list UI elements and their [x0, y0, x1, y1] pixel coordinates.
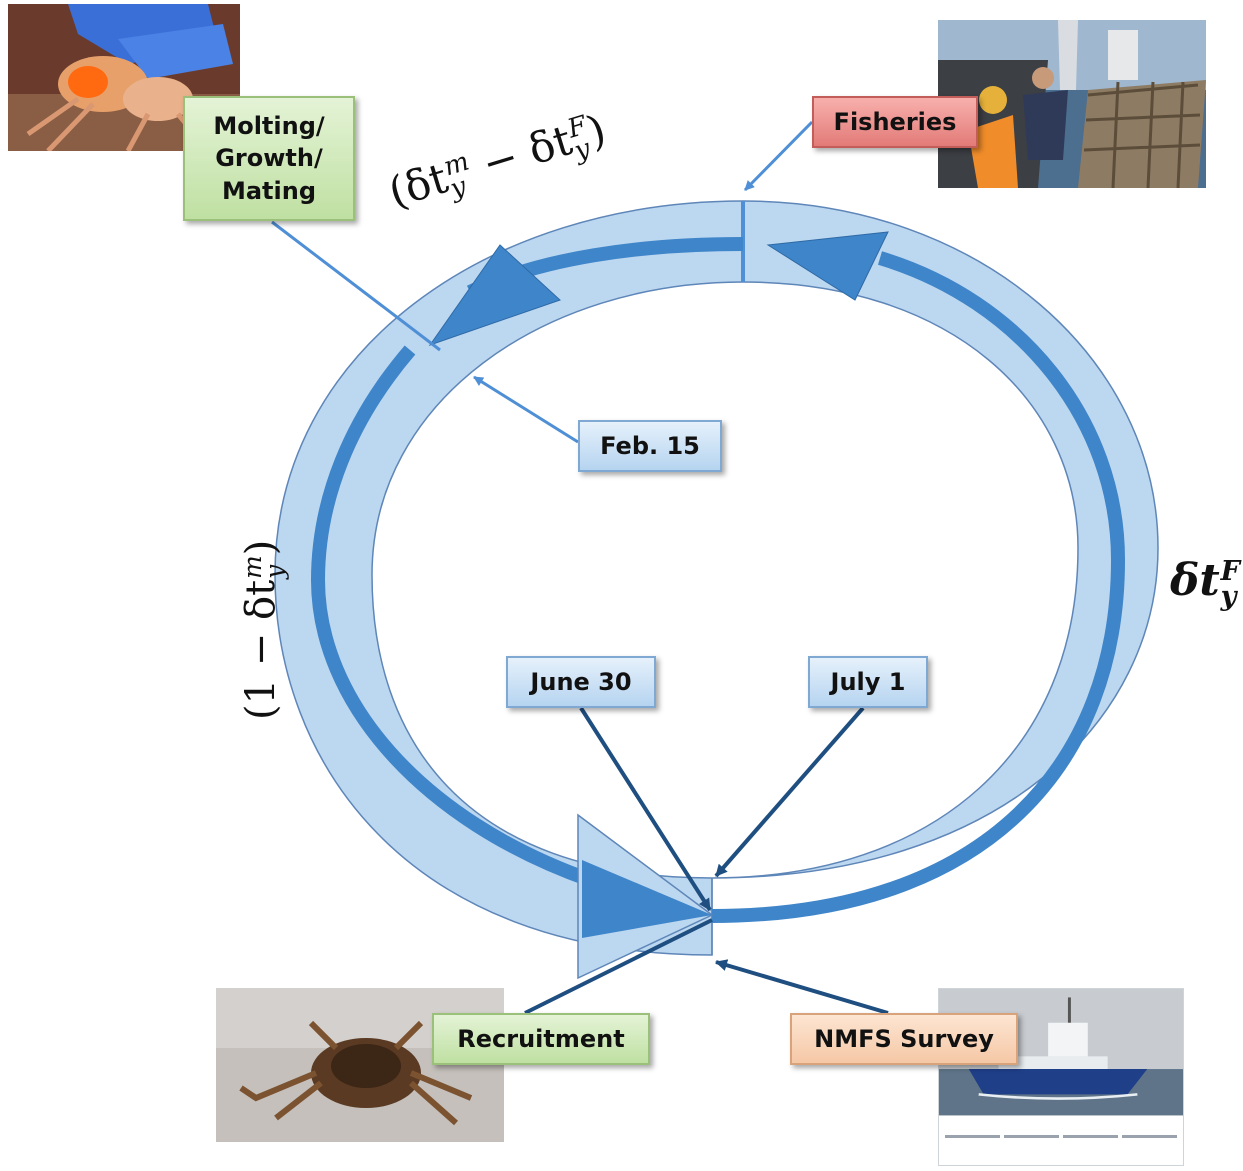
fisheries-connector: [743, 120, 814, 192]
stripe-july-to-fishing: [711, 251, 1126, 923]
molting-label-line3: Mating: [221, 176, 317, 205]
survey-photo-caption: [945, 1135, 1177, 1143]
left-arc-close-paren: ): [238, 539, 284, 556]
recruitment-label-text: Recruitment: [457, 1024, 625, 1053]
arrowhead-top-right: [766, 231, 889, 301]
nmfs-survey-label-text: NMFS Survey: [814, 1024, 994, 1053]
recruitment-connector: [524, 918, 713, 1015]
left-arc-minus: −: [238, 619, 284, 679]
right-arc-sub-y: y: [1220, 579, 1237, 612]
july1-connector: [714, 706, 865, 878]
left-arc-sub-y: y: [260, 564, 289, 579]
july1-label: July 1: [808, 656, 928, 708]
june30-connector: [579, 706, 712, 912]
right-arc-sup-f: F: [1220, 554, 1241, 587]
right-arc-delta: δt: [1170, 555, 1220, 606]
fishing-boat-photo: [938, 20, 1206, 188]
juvenile-crab-photo: [216, 988, 504, 1142]
molting-label-line2: Growth/: [215, 144, 323, 173]
fisheries-label: Fisheries: [812, 96, 978, 148]
molting-connector: [271, 220, 441, 352]
molting-growth-mating-label: Molting/ Growth/ Mating: [183, 96, 355, 221]
feb15-connector: [473, 375, 579, 444]
june30-label-text: June 30: [530, 667, 632, 696]
arrowhead-top-left: [428, 244, 561, 346]
left-arc-delta: δt: [238, 579, 284, 620]
feb15-label-text: Feb. 15: [600, 431, 700, 460]
left-arc-one: 1: [238, 678, 284, 705]
recruitment-label: Recruitment: [432, 1013, 650, 1065]
survey-vessel-photo: [938, 988, 1184, 1166]
molting-label-line1: Molting/: [213, 111, 325, 140]
left-arc-open-paren: (: [238, 704, 284, 720]
nmfs-connector: [715, 959, 889, 1015]
july1-label-text: July 1: [830, 667, 906, 696]
stripe-molt-to-recruit: [310, 345, 593, 887]
arrowhead-bottom: [582, 860, 712, 938]
fisheries-label-text: Fisheries: [833, 107, 957, 136]
nmfs-survey-label: NMFS Survey: [790, 1013, 1018, 1065]
crab-molting-photo: [8, 4, 240, 151]
june30-label: June 30: [506, 656, 656, 708]
cycle-ring: [274, 200, 1159, 956]
feb15-label: Feb. 15: [578, 420, 722, 472]
